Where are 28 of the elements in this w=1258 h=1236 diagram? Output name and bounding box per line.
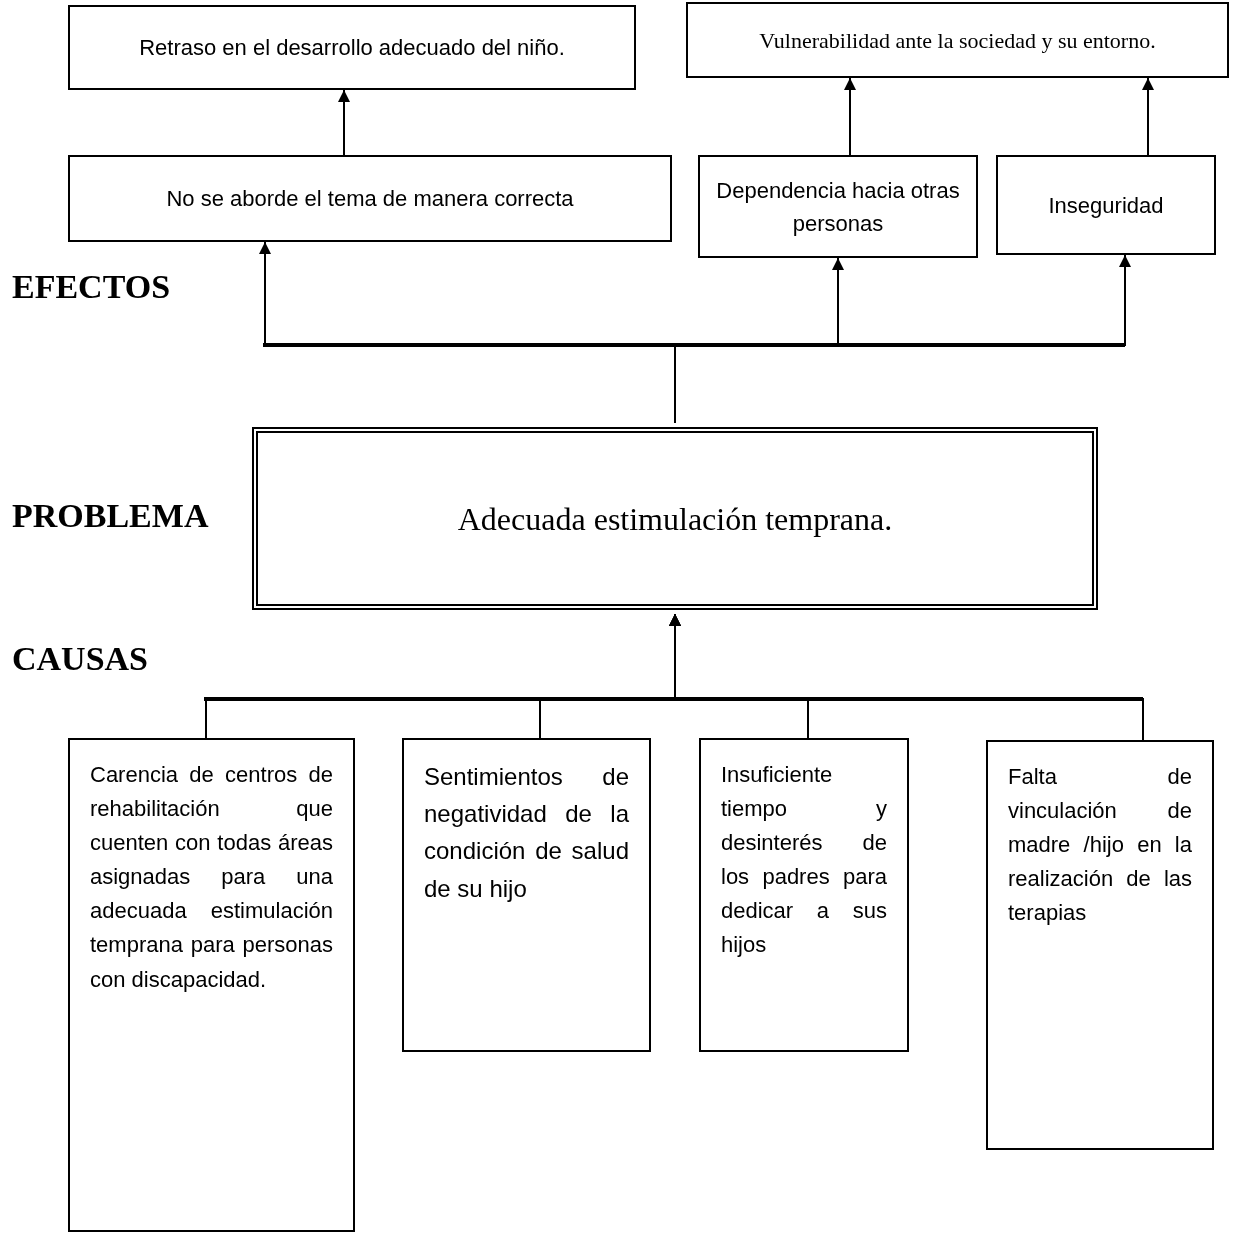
box-text: Dependencia hacia otras personas (715, 176, 961, 238)
section-heading: CAUSAS (12, 640, 149, 678)
effect-box (686, 2, 1229, 78)
box-text: Falta de vinculación de madre /hijo en la realización de las terapias (1008, 763, 1192, 928)
arrow (674, 254, 1131, 424)
section-heading: PROBLEMA (12, 497, 209, 535)
arrow (1142, 77, 1154, 156)
cause-box (402, 738, 651, 1052)
box-text: No se aborde el tema de manera correcta (166, 185, 574, 213)
cause-box (699, 738, 909, 1052)
box-text: Insuficiente tiempo y desinterés de los padres para dedicar a sus hijos (721, 761, 887, 960)
effect-box (68, 155, 672, 242)
box-text: Vulnerabilidad ante la sociedad y su entorno. (759, 26, 1156, 55)
arrow (338, 89, 350, 156)
arrow (844, 77, 856, 156)
box-text: Sentimientos de negatividad de la condición de salud de su hijo (424, 762, 629, 904)
problem-box (252, 427, 1098, 610)
cause-box (986, 740, 1214, 1150)
box-text: Carencia de centros de rehabilitación que cuenten con todas áreas asignadas para una adecuada estimulación temprana para personas con discapacidad. (90, 761, 333, 994)
cause-box (68, 738, 355, 1232)
arrow (669, 613, 1144, 741)
effect-box (698, 155, 978, 258)
box-text: Retraso en el desarrollo adecuado del niño. (139, 34, 565, 62)
section-heading: EFECTOS (12, 268, 171, 306)
box-text: Adecuada estimulación temprana. (457, 499, 893, 539)
effect-box (996, 155, 1216, 255)
effect-box (68, 5, 636, 90)
box-text: Inseguridad (1048, 191, 1164, 220)
